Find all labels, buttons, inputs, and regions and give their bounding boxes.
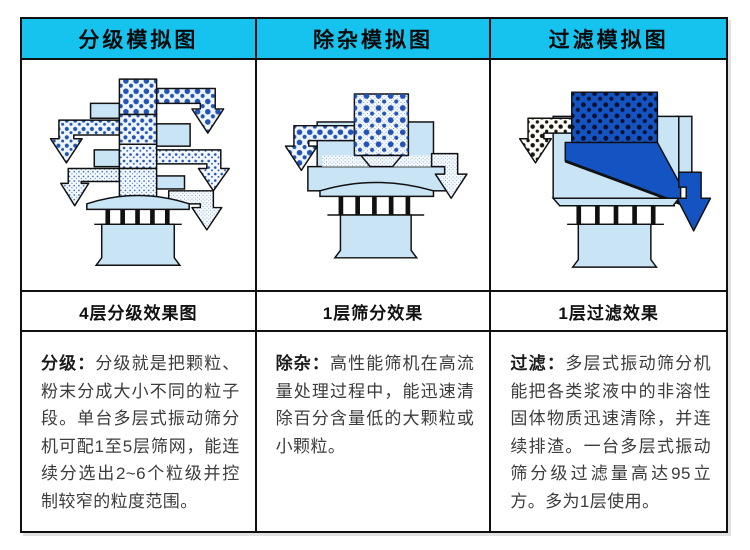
machine-base (570, 223, 658, 268)
springs (105, 209, 170, 225)
fine-particle-outlet-arrow (60, 167, 121, 207)
description-impurity-removal-text: 除杂：高性能筛机在高流量处理过程中，能迅速清除百分含量低的大颗粒或小颗粒。 (276, 350, 475, 460)
header-classification: 分级模拟图 (22, 19, 257, 60)
header-filtration: 过滤模拟图 (491, 19, 726, 60)
description-impurity-removal-body: 高性能筛机在高流量处理过程中，能迅速清除百分含量低的大颗粒或小颗粒。 (275, 354, 475, 456)
caption-impurity-removal-label: 1层筛分效果 (322, 303, 424, 323)
description-classification-text: 分级：分级就是把颗粒、粉末分成大小不同的粒子段。单台多层式振动筛分机可配1至5层… (41, 350, 240, 515)
filtration-diagram-cell (491, 60, 726, 292)
caption-impurity-removal: 1层筛分效果 (256, 292, 492, 332)
impurity-discharge-arrow (284, 124, 356, 172)
fines-discharge-arrow (430, 152, 468, 200)
medium-particle-outlet-arrow (50, 119, 121, 164)
description-classification: 分级：分级就是把颗粒、粉末分成大小不同的粒子段。单台多层式振动筛分机可配1至5层… (22, 332, 257, 531)
header-filtration-label: 过滤模拟图 (548, 28, 669, 52)
caption-filtration-label: 1层过滤效果 (558, 303, 659, 323)
springs (576, 205, 656, 225)
vibration-dome (319, 181, 435, 198)
description-filtration-body: 多层式振动筛分机能把各类浆液中的非溶性固体物质迅速清除，并连续排渣。一台多层式振… (510, 354, 711, 511)
solids-discharge-arrow (518, 117, 573, 164)
description-classification-body: 分级就是把颗粒、粉末分成大小不同的粒子段。单台多层式振动筛分机可配1至5层筛网，… (41, 354, 240, 511)
coarse-particle-outlet-arrow (156, 87, 225, 134)
header-impurity-removal: 除杂模拟图 (256, 19, 492, 60)
machine-base (94, 223, 182, 266)
impurity-removal-sieve-illustration (284, 93, 468, 259)
filtrate-discharge-arrow (675, 171, 711, 232)
caption-classification-label: 4层分级效果图 (79, 303, 198, 323)
tray-right-lower (156, 175, 186, 190)
description-impurity-removal-lead: 除杂： (275, 354, 331, 373)
header-classification-label: 分级模拟图 (78, 28, 199, 52)
caption-filtration: 1层过滤效果 (491, 292, 726, 332)
filtration-sieve-illustration (518, 91, 711, 268)
description-impurity-removal: 除杂：高性能筛机在高流量处理过程中，能迅速清除百分含量低的大颗粒或小颗粒。 (257, 332, 492, 531)
description-classification-lead: 分级： (41, 354, 96, 373)
slurry-feed-hopper (570, 91, 658, 144)
sieve-comparison-table: 分级模拟图 除杂模拟图 过滤模拟图 (20, 17, 728, 533)
description-filtration: 过滤：多层式振动筛分机能把各类浆液中的非溶性固体物质迅速清除，并连续排渣。一台多… (491, 332, 726, 531)
inclined-screen (564, 159, 681, 206)
description-filtration-lead: 过滤： (510, 354, 566, 373)
machine-base (333, 214, 419, 259)
base-flare (551, 197, 680, 207)
feed-hopper-coarse-dots (354, 94, 409, 156)
tray-left-lower (93, 149, 121, 168)
classification-sieve-illustration (50, 78, 231, 266)
feed-column-small (118, 143, 158, 170)
hopper-funnel (360, 154, 403, 168)
header-impurity-removal-label: 除杂模拟图 (312, 28, 433, 52)
vibration-dome (86, 194, 191, 211)
tray-right-upper (156, 123, 192, 147)
springs (338, 196, 411, 216)
feed-column-coarse (118, 78, 158, 116)
tray-left-upper (90, 102, 121, 119)
impurity-removal-diagram-cell (256, 60, 492, 292)
caption-classification: 4层分级效果图 (22, 292, 257, 332)
feed-column-medium (118, 113, 158, 146)
classification-diagram-cell (22, 60, 257, 292)
small-particle-outlet-arrow (156, 149, 231, 192)
description-filtration-text: 过滤：多层式振动筛分机能把各类浆液中的非溶性固体物质迅速清除，并连续排渣。一台多… (510, 350, 711, 515)
